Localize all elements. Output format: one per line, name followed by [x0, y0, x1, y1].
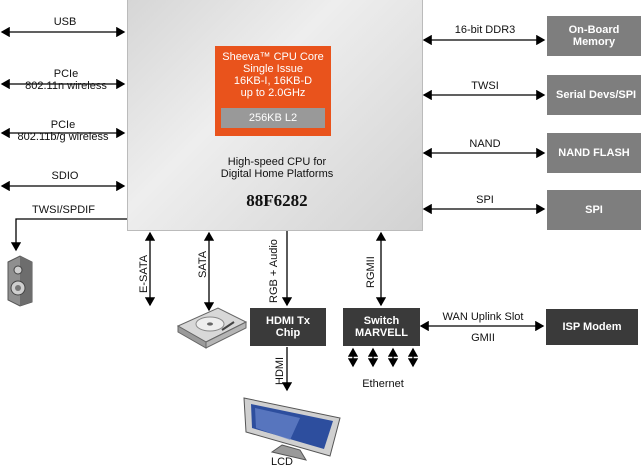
esata-label: E-SATA	[138, 254, 150, 293]
speaker-icon	[7, 255, 33, 307]
onboard-memory-box: On-Board Memory	[547, 16, 641, 56]
memory-line: On-Board	[568, 24, 620, 36]
serial-devs-box: Serial Devs/SPI	[547, 75, 641, 115]
pcie2-label: PCIe 802.11b/g wireless	[0, 119, 126, 143]
rgmii-label: RGMII	[365, 256, 377, 288]
cpu-description-line: High-speed CPU for	[227, 156, 327, 168]
l2-cache-block: 256KB L2	[221, 108, 325, 128]
pcie1-label-line: PCIe	[53, 68, 79, 80]
twsi-spdif-label: TWSI/SPDIF	[32, 204, 95, 216]
hdmi-chip-line: Chip	[275, 327, 301, 339]
twsi-spdif-connector	[10, 218, 127, 252]
ethernet-label: Ethernet	[362, 378, 404, 390]
spi-device-box: SPI	[547, 190, 641, 230]
switch-line: Switch	[363, 315, 400, 327]
switch-marvell-box: Switch MARVELL	[343, 308, 420, 346]
cpu-description: High-speed CPU for Digital Home Platform…	[195, 156, 359, 180]
lcd-label: LCD	[270, 456, 293, 468]
core-line: 16KB-I, 16KB-D	[233, 75, 313, 87]
nand-flash-box: NAND FLASH	[547, 133, 641, 173]
hdmi-tx-chip-box: HDMI Tx Chip	[250, 308, 326, 346]
sdio-label: SDIO	[51, 170, 79, 182]
pcie2-label-line: 802.11b/g wireless	[17, 131, 109, 143]
hard-drive-icon	[176, 307, 248, 349]
cpu-description-line: Digital Home Platforms	[220, 168, 334, 180]
pcie1-label: PCIe 802.11n wireless	[6, 68, 126, 92]
switch-line: MARVELL	[355, 327, 408, 339]
pcie1-label-line: 802.11n wireless	[25, 80, 107, 92]
part-number: 88F6282	[246, 191, 308, 210]
gmii-label: GMII	[471, 332, 495, 344]
sata-label: SATA	[197, 250, 209, 278]
usb-label: USB	[53, 16, 77, 28]
memory-line: Memory	[572, 36, 616, 48]
hdmi-chip-line: HDMI Tx	[266, 315, 310, 327]
wan-uplink-label: WAN Uplink Slot	[442, 311, 524, 323]
lcd-monitor-icon	[243, 397, 341, 461]
twsi-label: TWSI	[471, 80, 499, 92]
core-line: Sheeva™ CPU Core	[222, 51, 324, 63]
rgb-audio-label: RGB + Audio	[268, 239, 280, 303]
cpu-core-block: Sheeva™ CPU Core Single Issue 16KB-I, 16…	[215, 46, 331, 136]
pcie2-label-line: PCIe	[50, 119, 76, 131]
hdmi-label: HDMI	[274, 357, 286, 385]
spi-label: SPI	[476, 194, 494, 206]
core-line: up to 2.0GHz	[240, 87, 306, 99]
isp-modem-box: ISP Modem	[546, 309, 638, 345]
ddr-label: 16-bit DDR3	[454, 24, 516, 36]
core-line: Single Issue	[243, 63, 303, 75]
nand-label: NAND	[469, 138, 501, 150]
